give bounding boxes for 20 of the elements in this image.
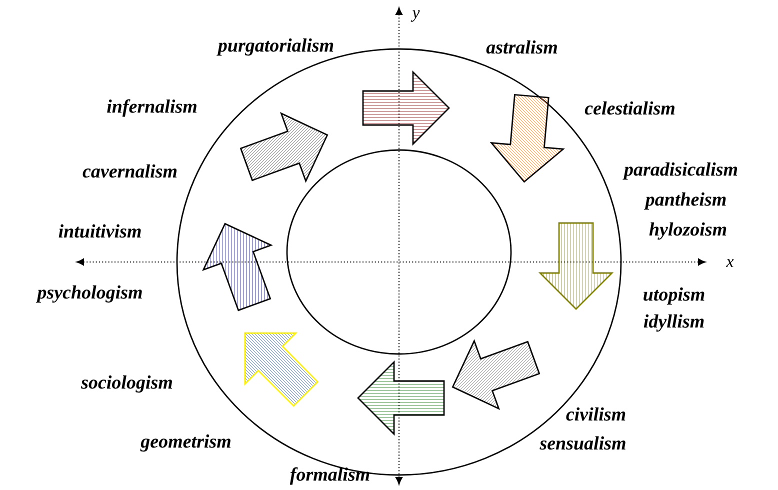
term-label: geometrism xyxy=(140,434,230,452)
term-label: purgatorialism xyxy=(216,38,334,56)
term-label: sociologism xyxy=(80,375,172,393)
term-label: psychologism xyxy=(36,285,142,303)
term-label: astralism xyxy=(486,40,557,54)
term-label: cavernalism xyxy=(82,164,177,178)
term-label: paradisicalism xyxy=(622,162,738,180)
term-label: infernalism xyxy=(107,99,196,117)
inner-ring xyxy=(286,149,512,355)
term-label: pantheism xyxy=(644,192,726,210)
term-label: hylozoism xyxy=(649,222,726,240)
term-label: intuitivism xyxy=(58,224,141,238)
term-label: formalism xyxy=(290,467,370,485)
term-label: sensualism xyxy=(540,436,626,450)
axis-label: y xyxy=(410,10,420,22)
term-label: celestialism xyxy=(584,101,674,115)
term-label: civilism xyxy=(566,407,626,421)
axis-label: x xyxy=(726,259,734,267)
term-label: idyllism xyxy=(644,314,704,332)
term-label: utopism xyxy=(644,287,704,305)
